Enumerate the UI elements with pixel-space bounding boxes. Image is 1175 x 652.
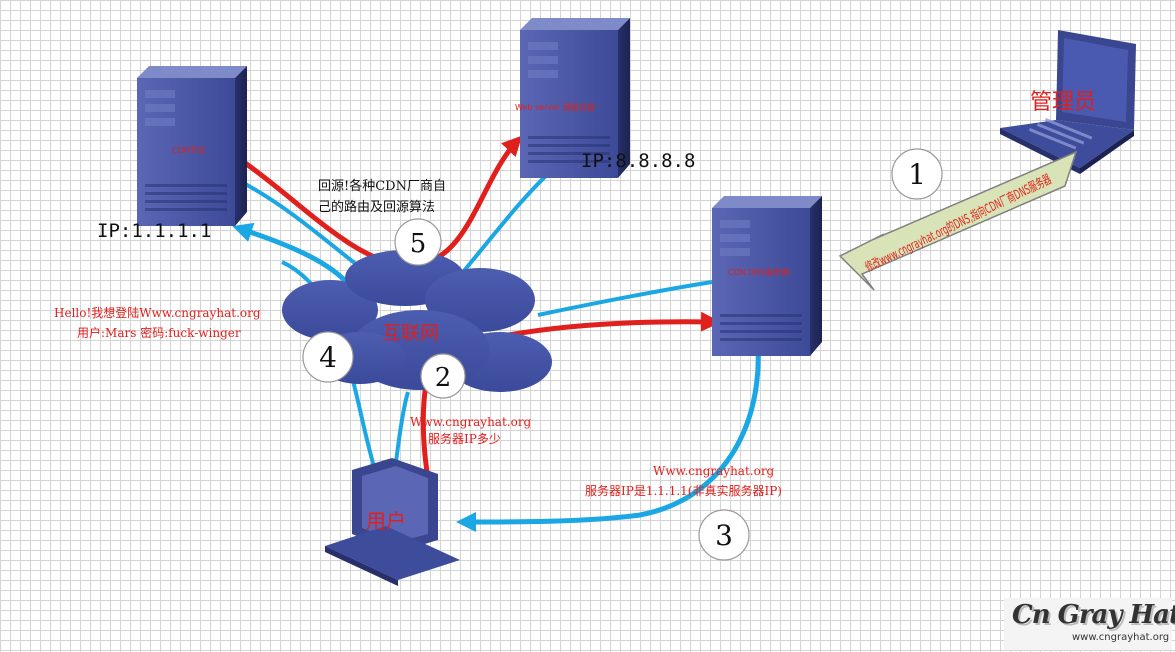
step5-text-line1: 回源!各种CDN厂商自	[318, 179, 446, 194]
link-cloud-origin	[456, 170, 552, 280]
step-number-3: 3	[715, 519, 733, 552]
link-cloud-to-cdn-node	[232, 222, 352, 288]
watermark-url: www.cngrayhat.org	[1072, 632, 1170, 643]
step5-text-line2: 己的路由及回源算法	[318, 200, 436, 215]
admin-label: 管理员	[1030, 90, 1097, 115]
step3-text-line1: Www.cngrayhat.org	[653, 464, 775, 478]
user-computer-icon	[325, 458, 460, 586]
step-number-5: 5	[410, 229, 427, 259]
step-number-1: 1	[908, 158, 926, 191]
step-circle-5	[394, 218, 442, 266]
internet-label: 互联网	[382, 322, 440, 344]
step-number-4: 4	[319, 341, 337, 374]
link-cdn-dns-to-user	[456, 345, 761, 532]
watermark: Cn Gray Hat www.cngrayhat.org	[1004, 598, 1175, 650]
step-circle-2	[420, 353, 466, 399]
link-user-cloud-short	[394, 391, 410, 463]
step-number-2: 2	[435, 363, 452, 393]
step1-annotation: 修改www.cngrayhat.org的DNS,指向CDN厂商DNS服务器	[863, 171, 1054, 275]
step4-text-line1: Hello!我想登陆Www.cngrayhat.org	[54, 306, 261, 320]
cdn-node-label: CDN节点	[172, 146, 206, 155]
step-circle-3	[698, 509, 750, 561]
cdn-node-ip: IP:1.1.1.1	[97, 220, 212, 242]
step4-text-line2: 用户:Mars 密码:fuck-winger	[77, 326, 241, 340]
internet-cloud	[282, 250, 552, 392]
step-circle-1	[891, 148, 943, 200]
watermark-logo: Cn Gray Hat	[1012, 600, 1175, 630]
cdn-dns-label: CDN DNS服务器	[728, 268, 790, 277]
step2-text-line2: 服务器IP多少	[428, 432, 501, 446]
step1-arrow	[838, 150, 1078, 291]
link-cloud-cdn-dns	[537, 280, 713, 317]
origin-server-label: Web server 源服务器	[515, 103, 595, 112]
origin-server-ip: IP:8.8.8.8	[581, 150, 696, 172]
step2-text-line1: Www.cngrayhat.org	[410, 415, 532, 429]
step-circle-4	[302, 331, 354, 383]
step3-text-line2: 服务器IP是1.1.1.1(非真实服务器IP)	[585, 484, 782, 498]
user-label: 用户	[366, 509, 406, 533]
